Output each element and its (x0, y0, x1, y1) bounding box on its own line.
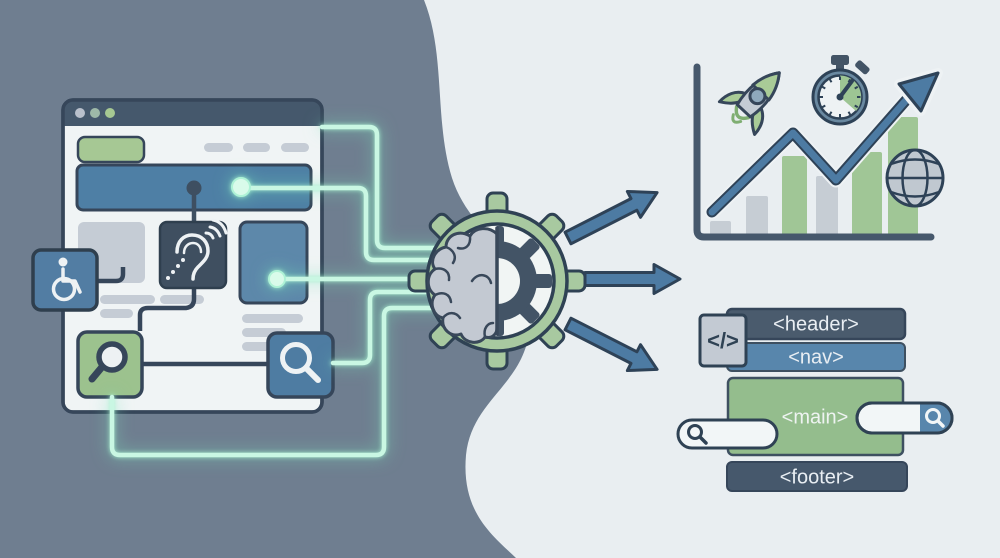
hearing-assist-icon (158, 218, 228, 290)
gear-icon (407, 191, 587, 371)
chart-bar (852, 152, 882, 237)
chart-axis (693, 63, 935, 241)
globe-icon (885, 148, 945, 208)
semantic-footer-block (726, 461, 908, 492)
node-dot (186, 180, 202, 196)
semantic-nav-label: <nav> (788, 346, 844, 368)
text-line (100, 309, 133, 318)
menu-dash (243, 143, 270, 152)
growth-chart (693, 55, 945, 241)
text-line (242, 314, 303, 323)
growth-arrow-icon (708, 94, 912, 216)
half-gear-icon (497, 226, 552, 336)
chart-bar (746, 196, 768, 237)
connector-line (137, 288, 197, 331)
semantic-footer-label: <footer> (780, 466, 855, 488)
code-tag-label: </> (707, 328, 739, 353)
text-line (160, 295, 204, 304)
semantic-layout-panel: <header> <nav> <main> <footer> </> (676, 307, 954, 492)
search-pill-left (676, 418, 779, 450)
trend-arrowhead (897, 71, 940, 113)
chart-bar (816, 176, 838, 237)
menu-dash (204, 143, 233, 152)
glow-node-dot (231, 177, 251, 197)
brain-icon (426, 226, 499, 344)
menu-dash (281, 143, 309, 152)
flow-arrow-down-icon (563, 316, 659, 373)
connector-line (97, 267, 126, 284)
semantic-main-label: <main> (782, 406, 849, 428)
window-dot-icon (75, 108, 85, 118)
search-pill-right (855, 401, 954, 435)
text-line (100, 295, 155, 304)
chart-bar (710, 221, 731, 237)
window-dot-icon (105, 108, 115, 118)
text-line (242, 342, 273, 351)
chart-bar (782, 156, 807, 237)
flow-arrows (563, 189, 682, 373)
glow-node-dot (268, 270, 286, 288)
rocket-icon (717, 71, 781, 136)
stopwatch-ticks (819, 76, 861, 118)
semantic-header-label: <header> (773, 313, 859, 335)
glow-connector (319, 124, 449, 251)
code-tag-icon (698, 313, 748, 368)
glow-connector (238, 185, 449, 263)
search-icon (687, 424, 708, 445)
wheelchair-accessibility-icon (31, 248, 99, 312)
stopwatch-icon (811, 55, 870, 126)
glow-connector (109, 305, 449, 458)
browser-window (31, 98, 335, 414)
search-icon-blue (266, 331, 335, 399)
search-icon-green (76, 330, 144, 399)
logo-pill (76, 135, 146, 164)
glow-connector (330, 289, 445, 366)
flow-arrow-up-icon (563, 189, 659, 246)
search-icon (925, 408, 945, 428)
content-block-blue (238, 220, 309, 305)
window-dot-icon (90, 108, 100, 118)
flow-arrow-middle-icon (583, 263, 682, 295)
browser-titlebar (63, 100, 322, 126)
